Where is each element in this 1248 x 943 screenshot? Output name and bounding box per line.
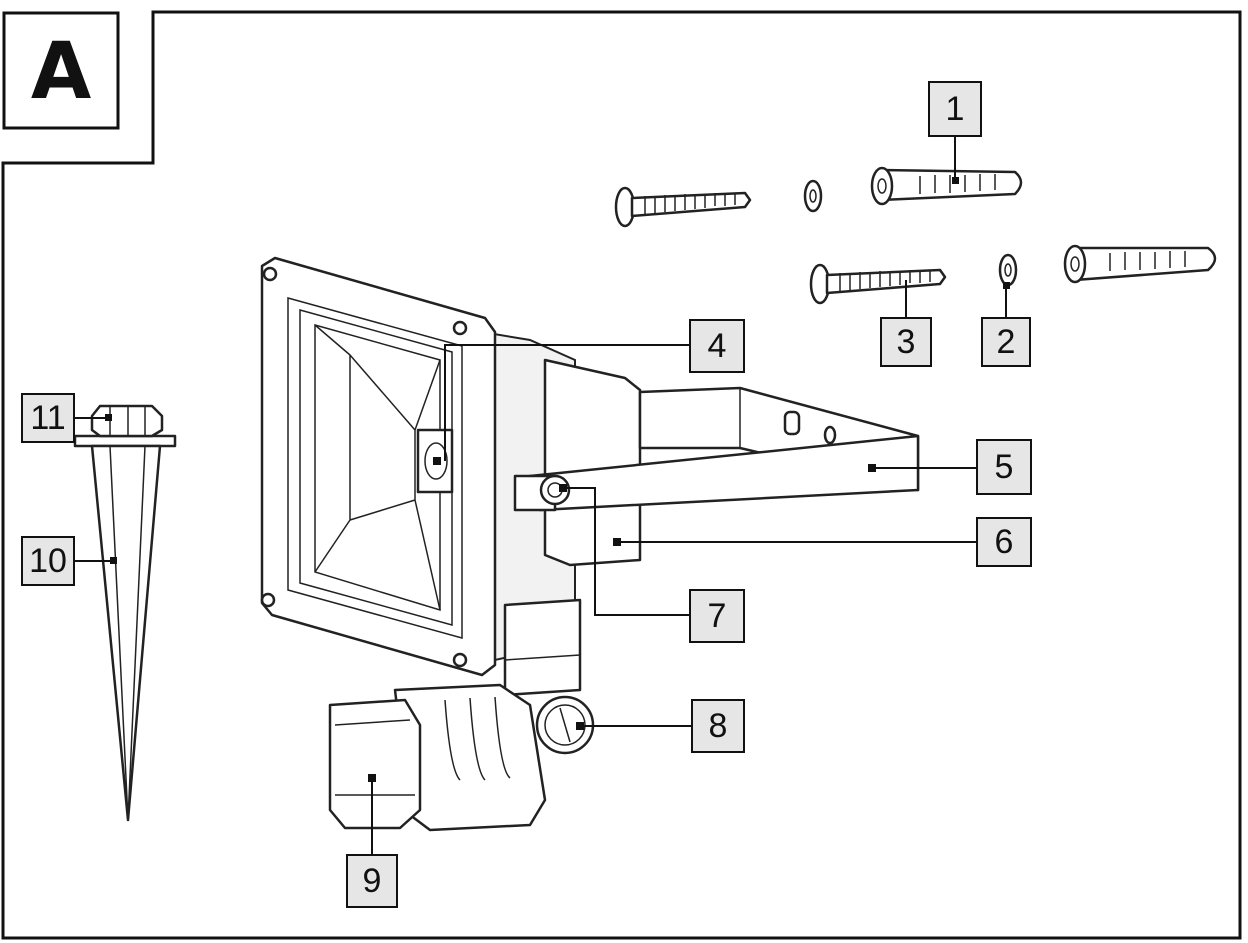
callout-5: 5 (868, 439, 1032, 495)
callout-label: 6 (995, 523, 1014, 561)
callout-label: 4 (708, 327, 727, 365)
callout-label: 7 (708, 597, 727, 635)
screw-lower (809, 263, 947, 305)
callout-1: 1 (928, 81, 982, 184)
screw-upper (614, 186, 752, 228)
wall-plug-lower (1063, 244, 1217, 284)
ground-spike (73, 434, 177, 822)
washer-lower (998, 253, 1018, 287)
washer-upper (803, 179, 823, 213)
callout-label: 1 (946, 90, 965, 128)
callout-label: 5 (995, 448, 1014, 486)
sensor-neck (503, 598, 582, 697)
callout-3: 3 (880, 280, 932, 367)
callout-6: 6 (613, 517, 1032, 567)
callout-label: 11 (30, 399, 65, 437)
callout-label: 3 (897, 323, 916, 361)
figure-frame (1, 10, 1242, 940)
panel-letter: A (31, 27, 91, 117)
callout-10: 10 (21, 536, 117, 586)
floodlight-housing (260, 256, 642, 677)
wall-plug-upper (870, 166, 1023, 206)
mounting-bracket (513, 386, 920, 512)
callout-11: 11 (21, 393, 112, 443)
callout-2: 2 (981, 282, 1031, 367)
callout-8: 8 (576, 699, 745, 753)
callout-label: 9 (363, 862, 382, 900)
spike-nut (90, 404, 164, 438)
panel-letter-box: A (2, 11, 120, 130)
motion-sensor (328, 683, 595, 832)
callout-9: 9 (346, 774, 398, 908)
callout-4: 4 (433, 319, 745, 465)
callout-7: 7 (559, 484, 745, 643)
callout-label: 10 (29, 542, 67, 580)
callout-label: 2 (997, 323, 1016, 361)
callout-label: 8 (709, 707, 728, 745)
